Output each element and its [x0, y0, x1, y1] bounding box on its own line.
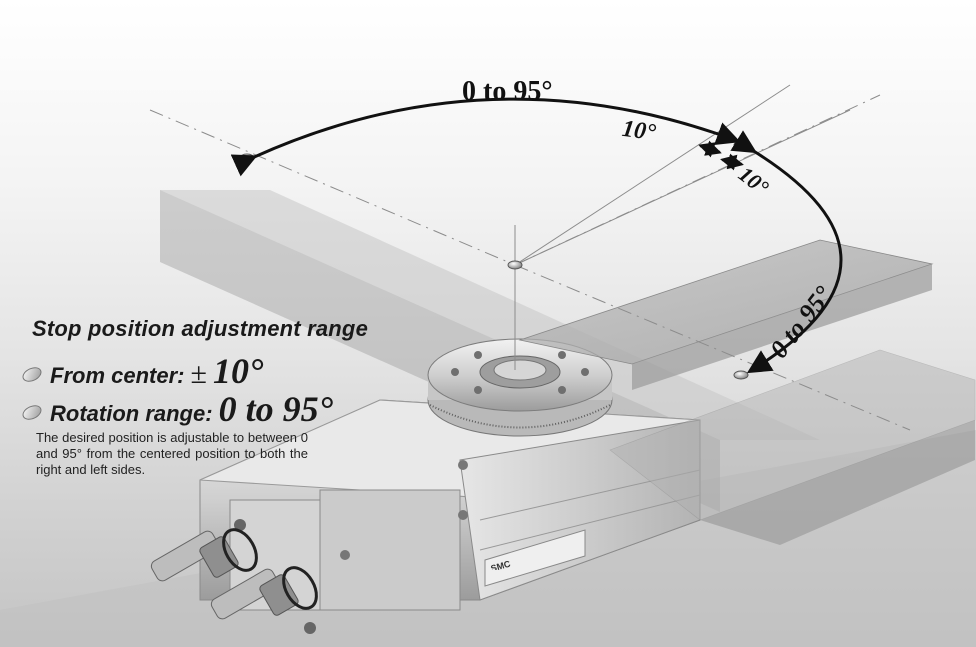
nameplate: [484, 529, 586, 587]
center-range-value: 10°: [212, 351, 264, 391]
bullet-oval-icon: [20, 364, 44, 385]
section-title: Stop position adjustment range: [32, 316, 369, 341]
rotation-arcs: [230, 97, 843, 374]
rotation-range-label: Rotation range:: [50, 401, 213, 426]
plus-minus-sign: ±: [190, 357, 207, 390]
arc-top-label: 0 to 95°: [462, 76, 553, 107]
rotation-range-line: Rotation range: 0 to 95°: [20, 388, 333, 430]
rotation-range-value: 0 to 95°: [218, 389, 333, 429]
center-range-label: From center:: [50, 363, 185, 388]
fine-adjust-left-label: 10°: [620, 115, 658, 147]
adjustment-stoppers: [150, 528, 318, 620]
plate-right: [518, 239, 976, 545]
brand-text: SMC: [490, 558, 512, 570]
rotary-table: [427, 338, 613, 437]
bullet-oval-icon: [20, 402, 44, 423]
brand-logo: SMC: [490, 558, 512, 570]
description-text: The desired position is adjustable to be…: [36, 430, 308, 477]
center-range-line: From center: ± 10°: [20, 350, 264, 392]
